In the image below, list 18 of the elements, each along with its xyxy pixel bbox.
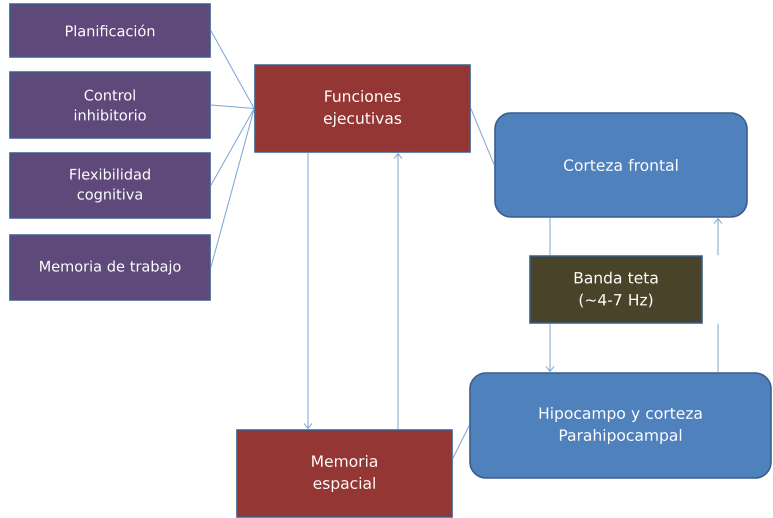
connector — [210, 108, 255, 186]
connector — [546, 323, 554, 372]
connector — [394, 152, 402, 430]
connector — [304, 152, 312, 430]
process-box: Control inhibitorio — [9, 71, 211, 139]
rounded-box: Hipocampo y corteza Parahipocampal — [469, 372, 772, 479]
connector — [714, 218, 722, 256]
process-box: Banda teta (~4-7 Hz) — [529, 255, 703, 324]
process-box: Memoria de trabajo — [9, 234, 211, 301]
connector — [210, 108, 255, 268]
connector — [210, 104, 255, 109]
process-box: Flexibilidad cognitiva — [9, 152, 211, 219]
process-box: Planificación — [9, 3, 211, 58]
rounded-box: Corteza frontal — [494, 112, 748, 218]
process-box: Memoria espacial — [236, 429, 453, 518]
connector — [470, 108, 495, 166]
process-box: Funciones ejecutivas — [254, 64, 471, 153]
connector — [210, 30, 255, 109]
